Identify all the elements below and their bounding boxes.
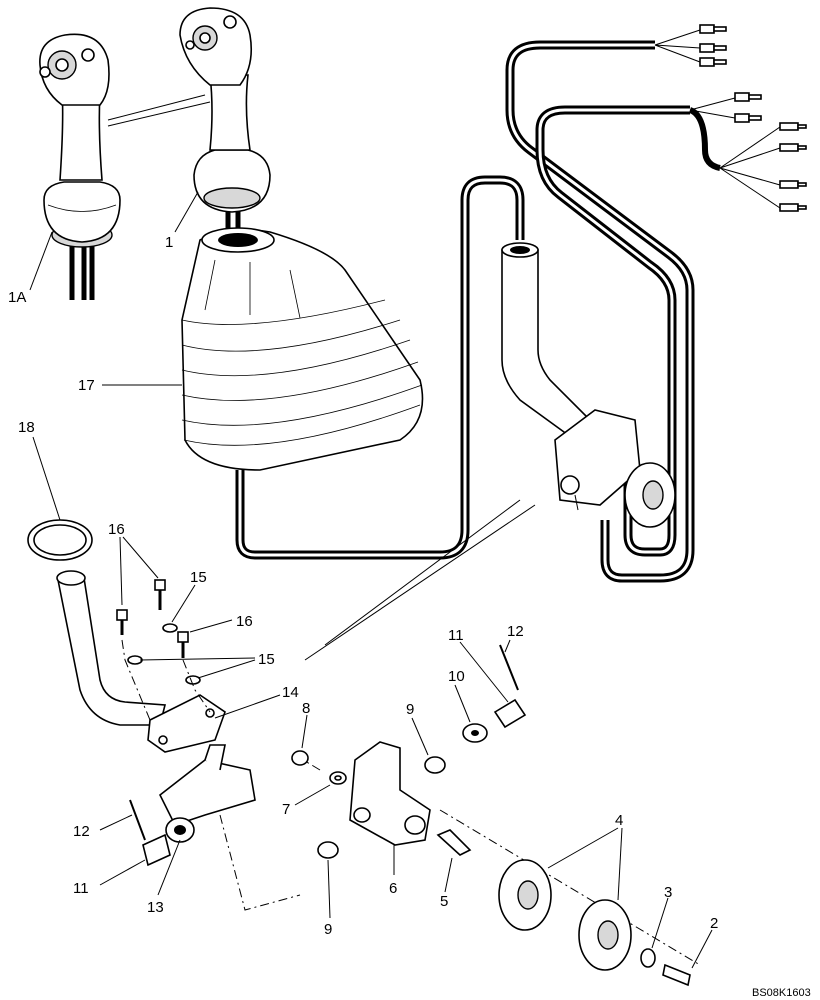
flange-parts [498,859,691,987]
callout-9: 9 [406,701,414,718]
callout-12: 12 [507,623,524,640]
callout-3: 3 [664,884,672,901]
callout-2: 2 [710,915,718,932]
small-parts [291,644,701,966]
leader-line [304,504,536,661]
callout-9: 9 [324,921,332,938]
callout-14: 14 [282,684,299,701]
callout-18: 18 [18,419,35,436]
joystick-handle-1a [39,33,121,300]
callout-7: 7 [282,801,290,818]
callout-5: 5 [440,893,448,910]
callout-12: 12 [73,823,90,840]
callout-leaders [29,94,713,969]
callout-10: 10 [448,668,465,685]
callout-labels: 1A 1 17 18 16 15 16 15 14 8 7 9 10 11 12… [8,234,811,999]
pivot-bracket-13 [129,744,301,911]
leader-line [324,499,521,646]
callout-1a: 1A [8,289,26,306]
callout-11: 11 [73,880,89,897]
rubber-boot-17 [181,227,424,471]
callout-17: 17 [78,377,95,394]
callout-15: 15 [190,569,207,586]
callout-16: 16 [108,521,125,538]
callout-13: 13 [147,899,164,916]
yoke-bracket-6 [299,741,431,846]
wiring-harness [235,24,807,583]
bolts-and-washers [116,579,211,721]
pivot-assembly-upper [501,242,676,528]
callout-11: 11 [448,627,464,644]
callout-8: 8 [302,700,310,717]
drawing-code: BS08K1603 [752,987,811,999]
callout-15: 15 [258,651,275,668]
snap-ring-18 [27,519,93,561]
callout-16: 16 [236,613,253,630]
tube-bracket-14 [56,570,226,753]
joystick-handle-1 [179,7,271,260]
callout-4: 4 [615,812,623,829]
callout-1: 1 [165,234,173,251]
callout-6: 6 [389,880,397,897]
